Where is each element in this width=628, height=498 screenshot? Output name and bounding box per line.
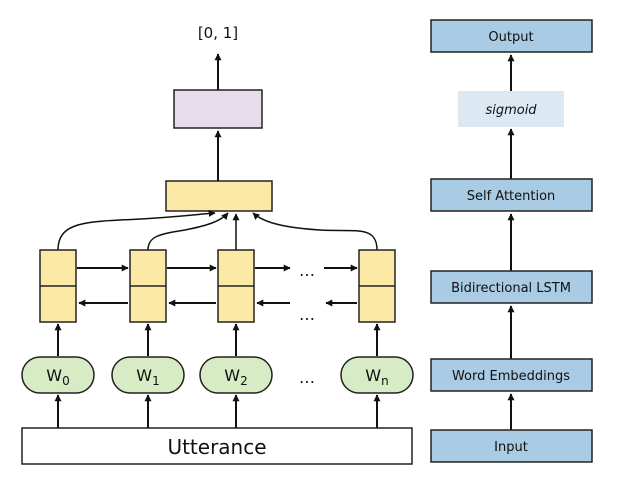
stack-output-box (430, 19, 593, 53)
word-embedding-0: W0 (21, 356, 95, 394)
word-embedding-n: Wn (340, 356, 414, 394)
word-2-base: W (224, 366, 240, 385)
stack-sigmoid-box (458, 91, 564, 127)
word-n-base: W (365, 366, 381, 385)
word-1-base: W (136, 366, 152, 385)
svg-text:Wn: Wn (365, 366, 388, 388)
stack-self-attention-label: Self Attention (467, 189, 556, 204)
lstm-cell-n (358, 249, 396, 323)
word-0-base: W (46, 366, 62, 385)
stack-word-embeddings-label: Word Embeddings (452, 369, 570, 384)
utterance-label: Utterance (167, 435, 266, 459)
utterance-box (21, 427, 413, 465)
svg-text:W0: W0 (46, 366, 69, 388)
stack-output-label: Output (488, 30, 533, 45)
stack-word-embeddings-box (430, 358, 593, 392)
right-stack: Output sigmoid Self Attention Bidirectio… (430, 19, 593, 463)
stack-self-attention-box (430, 178, 593, 212)
word-n-sub: n (381, 374, 389, 388)
lstm-cell-2 (217, 249, 255, 323)
attention-connection-n (252, 212, 378, 251)
output-range-label: [0, 1] (198, 24, 238, 42)
ellipsis-backward: … (299, 305, 315, 324)
attention-connection-1 (147, 212, 229, 251)
final-output-box (173, 89, 263, 129)
svg-text:W1: W1 (136, 366, 159, 388)
left-diagram: [0, 1] (21, 24, 414, 465)
stack-bilstm-box (430, 270, 593, 304)
stack-input-box (430, 429, 593, 463)
word-embedding-1: W1 (111, 356, 185, 394)
stack-sigmoid-label: sigmoid (485, 103, 537, 118)
ellipsis-words: … (299, 368, 315, 387)
attention-box (165, 180, 273, 212)
word-2-sub: 2 (240, 374, 248, 388)
svg-text:W2: W2 (224, 366, 247, 388)
lstm-cell-0 (39, 249, 77, 323)
stack-bilstm-label: Bidirectional LSTM (451, 281, 571, 296)
stack-input-label: Input (494, 440, 528, 455)
attention-connection-0 (57, 209, 216, 251)
lstm-cell-1 (129, 249, 167, 323)
ellipsis-forward: … (299, 261, 315, 280)
word-0-sub: 0 (62, 374, 70, 388)
word-1-sub: 1 (152, 374, 160, 388)
word-embedding-2: W2 (199, 356, 273, 394)
